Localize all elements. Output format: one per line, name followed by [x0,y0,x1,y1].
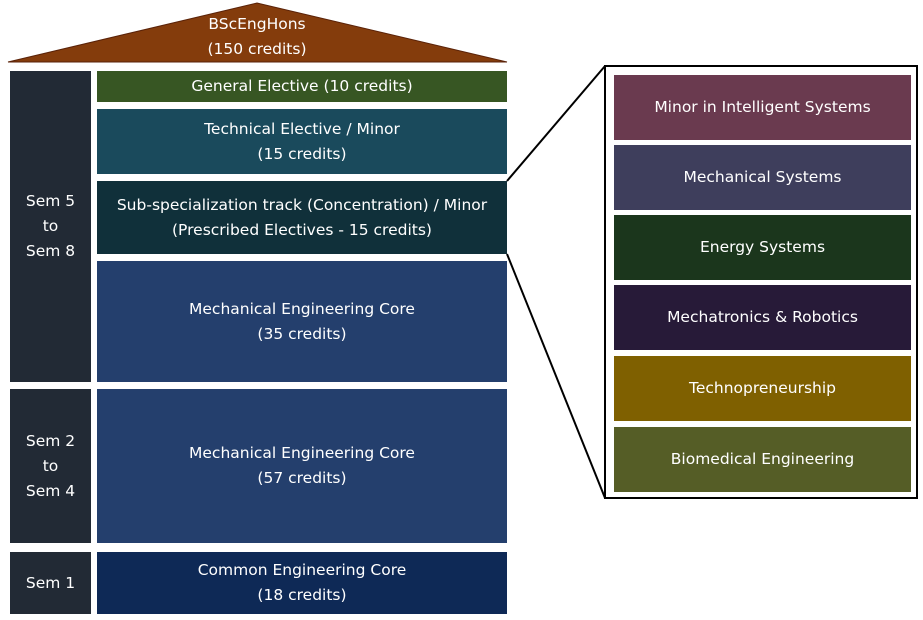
roof-shape [7,2,508,63]
track-mechanical-systems: Mechanical Systems [614,145,911,210]
connector-line-top [506,65,606,182]
technical-elective-block: Technical Elective / Minor (15 credits) [97,109,507,174]
mech-core-upper-block: Mechanical Engineering Core (35 credits) [97,261,507,382]
track-intelligent-systems: Minor in Intelligent Systems [614,75,911,140]
mech-core-lower-block: Mechanical Engineering Core (57 credits) [97,389,507,543]
track-technopreneurship: Technopreneurship [614,356,911,421]
common-core-block: Common Engineering Core (18 credits) [97,552,507,614]
sub-specialization-block: Sub-specialization track (Concentration)… [97,181,507,254]
semester-2-4: Sem 2 to Sem 4 [10,389,91,543]
general-elective-block: General Elective (10 credits) [97,71,507,102]
track-biomedical-engineering: Biomedical Engineering [614,427,911,492]
connector-line-bottom [506,253,606,499]
track-mechatronics-robotics: Mechatronics & Robotics [614,285,911,350]
degree-credits: (150 credits) [207,40,307,58]
roof-label: BScEngHons (150 credits) [157,12,357,62]
semester-5-8: Sem 5 to Sem 8 [10,71,91,382]
track-energy-systems: Energy Systems [614,215,911,280]
tracks-frame [604,65,918,499]
degree-title: BScEngHons [208,15,306,33]
semester-1: Sem 1 [10,552,91,614]
